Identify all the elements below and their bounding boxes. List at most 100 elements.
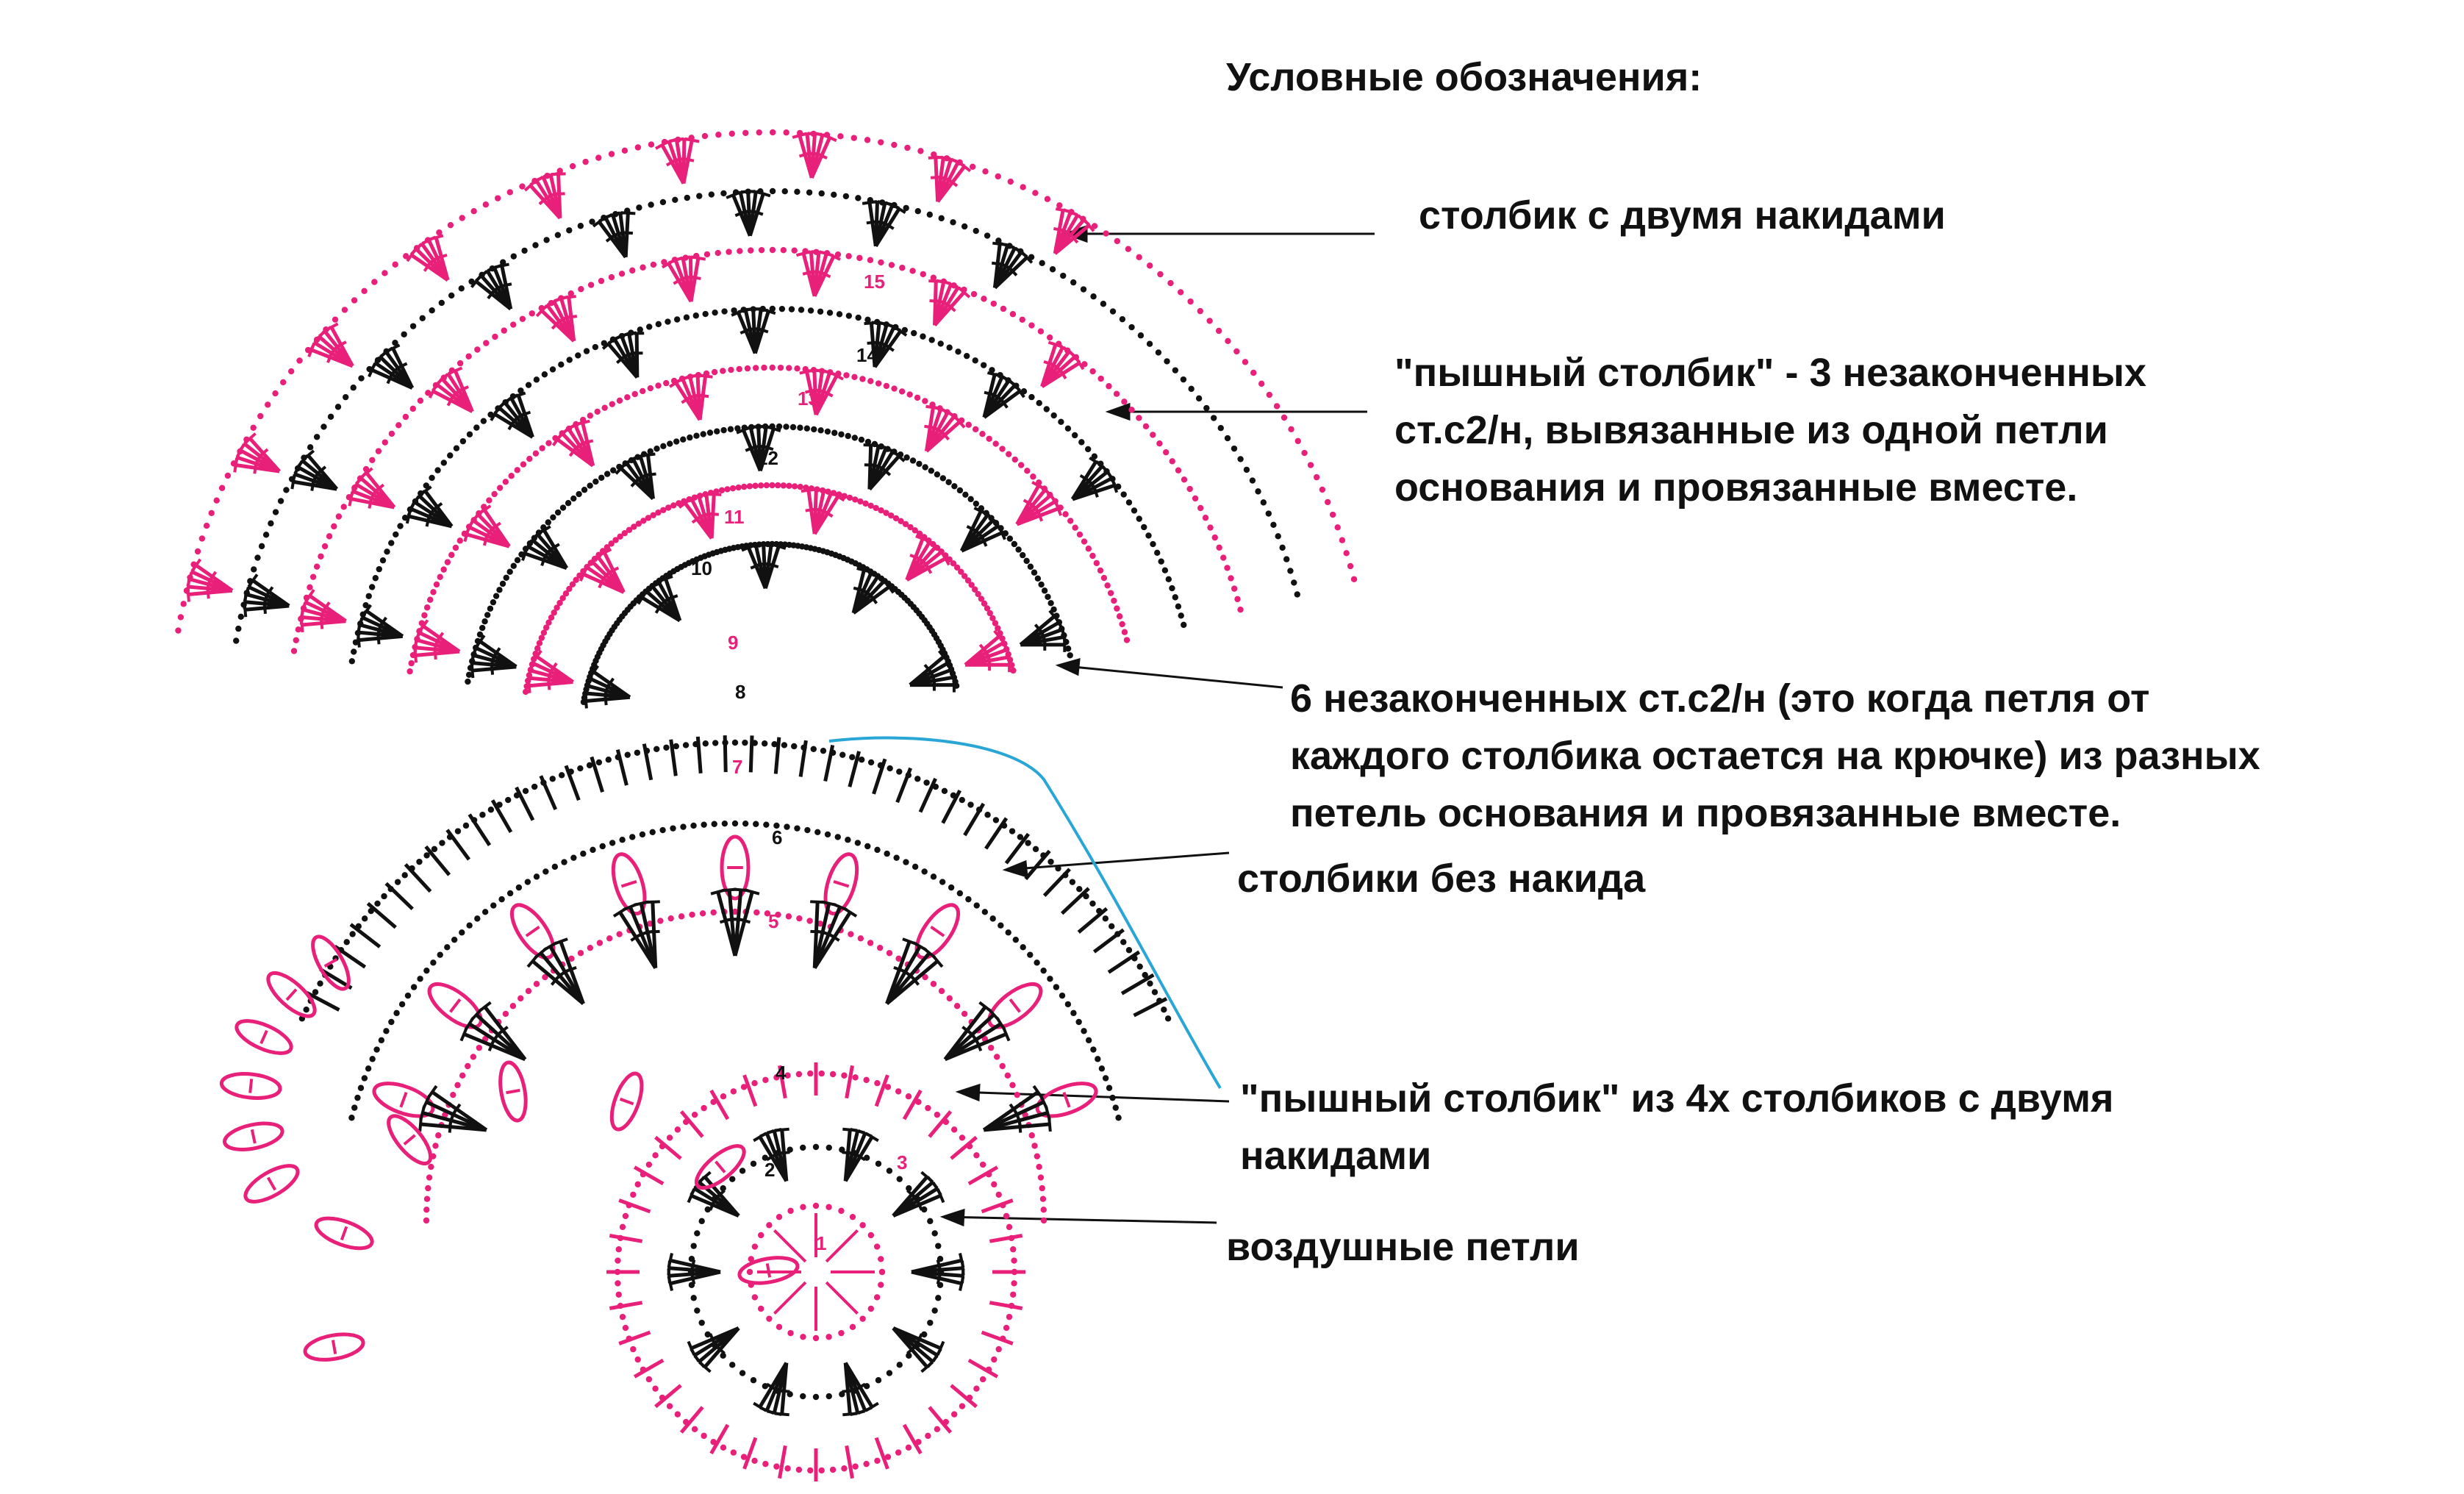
upper-row-dot (401, 331, 407, 337)
row-4-fan (468, 1022, 526, 1061)
upper-row-dot (493, 593, 500, 599)
upper-row-dot (496, 485, 504, 491)
arrowhead-2 (1105, 402, 1131, 421)
upper-row-dot (1104, 582, 1111, 589)
upper-row-dot (1169, 585, 1175, 592)
ring-3-dot (666, 1403, 673, 1409)
ring-2-dot (812, 1143, 820, 1151)
upper-fan-stitch (698, 376, 708, 421)
center-ring-dot (859, 1315, 866, 1322)
row-number-label: 14 (856, 344, 878, 366)
row-5-dot (981, 909, 989, 915)
upper-row-dot (659, 199, 667, 206)
upper-row-dot (486, 497, 493, 504)
ring-2-dot (698, 1319, 705, 1326)
row-5-dot (884, 850, 890, 857)
row-4-dot (423, 1195, 431, 1202)
upper-row-dot (1121, 398, 1128, 405)
upper-row-dot (1085, 546, 1092, 552)
upper-row-dot (581, 487, 588, 493)
upper-row-dot (1157, 271, 1164, 278)
upper-row-dot (798, 307, 805, 313)
yarn-over-mark (644, 472, 656, 477)
upper-row-dot (834, 251, 842, 258)
ring-3-dot (634, 1356, 641, 1363)
row-number-label: 9 (728, 632, 738, 654)
upper-row-dot (621, 147, 628, 154)
upper-row-dot (573, 576, 579, 583)
legend-title: Условные обозначения: (1226, 55, 1702, 99)
row-5-dot (1106, 1084, 1113, 1091)
upper-row-dot (735, 484, 742, 491)
upper-row-dot (1243, 466, 1250, 473)
upper-row-dot (951, 483, 958, 490)
row-6-single-crochet (1133, 997, 1168, 1018)
yarn-over-mark (207, 571, 218, 583)
upper-row-dot (466, 431, 473, 437)
row-5-dot (561, 859, 567, 865)
row-4-fan (944, 1032, 1007, 1062)
row-5-dot (864, 843, 871, 850)
upper-row-dot (1044, 196, 1051, 202)
row-6-dot (1076, 886, 1083, 893)
upper-row-dot (1165, 576, 1172, 583)
upper-row-dot (904, 144, 911, 151)
stitch-top-bar (537, 525, 551, 535)
row-4-dot (435, 1132, 442, 1139)
ring-2-dot (921, 1331, 928, 1338)
side-puff (609, 1071, 644, 1132)
upper-row-dot (824, 428, 831, 435)
row-6-dot (791, 743, 798, 750)
row-number-label: 13 (798, 387, 819, 410)
row-6-dot (634, 749, 641, 756)
upper-row-dot (916, 460, 923, 468)
single-crochet-mark (618, 1330, 651, 1345)
ring-3-dot (751, 1457, 758, 1464)
upper-row-dot (453, 445, 460, 451)
center-ring-dot (776, 1323, 783, 1331)
upper-row-dot (484, 612, 491, 618)
upper-row-dot (258, 543, 265, 550)
upper-fan-stitch (482, 509, 511, 548)
upper-row-dot (903, 454, 910, 461)
upper-row-dot (778, 305, 786, 312)
puff-stitch-line (285, 988, 298, 1001)
ring-3-dot (1003, 1212, 1010, 1220)
row-6-single-crochet (384, 882, 414, 911)
row-5-dot (474, 915, 481, 922)
stitch-top-bar (640, 452, 656, 457)
upper-row-dot (758, 246, 765, 254)
stitch-top-bar (474, 635, 486, 648)
row-6-dot (731, 739, 739, 746)
row-6-dot (439, 840, 445, 846)
upper-row-dot (683, 314, 690, 321)
upper-row-dot (873, 504, 879, 512)
row-6-dot (984, 812, 991, 818)
side-puff (737, 1256, 800, 1285)
side-puff (694, 1144, 746, 1190)
row-6-dot (1102, 915, 1109, 922)
row-5-dot (690, 822, 697, 829)
ring-3-dot (841, 1465, 848, 1472)
upper-fan-stitch (645, 454, 655, 499)
upper-row-dot (1242, 359, 1249, 365)
center-ring-dot (849, 1323, 856, 1331)
upper-row-dot (746, 483, 753, 490)
upper-row-dot (499, 580, 506, 587)
center-ring-dot (873, 1243, 881, 1250)
yarn-over-mark (1069, 232, 1079, 244)
row-5-dot (365, 1065, 372, 1072)
row-6-dot (317, 980, 323, 987)
row-6-dot (1142, 971, 1148, 979)
yarn-over-mark (681, 157, 695, 162)
row-5-dot (580, 850, 587, 857)
upper-row-dot (372, 575, 379, 582)
upper-row-dot (845, 312, 853, 319)
upper-row-dot (482, 201, 490, 208)
upper-row-dot (235, 625, 242, 632)
upper-row-dot (1172, 594, 1179, 601)
ring-3-dot (773, 1463, 780, 1470)
upper-row-dot (673, 316, 681, 323)
stitch-top-bar (745, 888, 760, 896)
upper-row-dot (565, 500, 572, 507)
